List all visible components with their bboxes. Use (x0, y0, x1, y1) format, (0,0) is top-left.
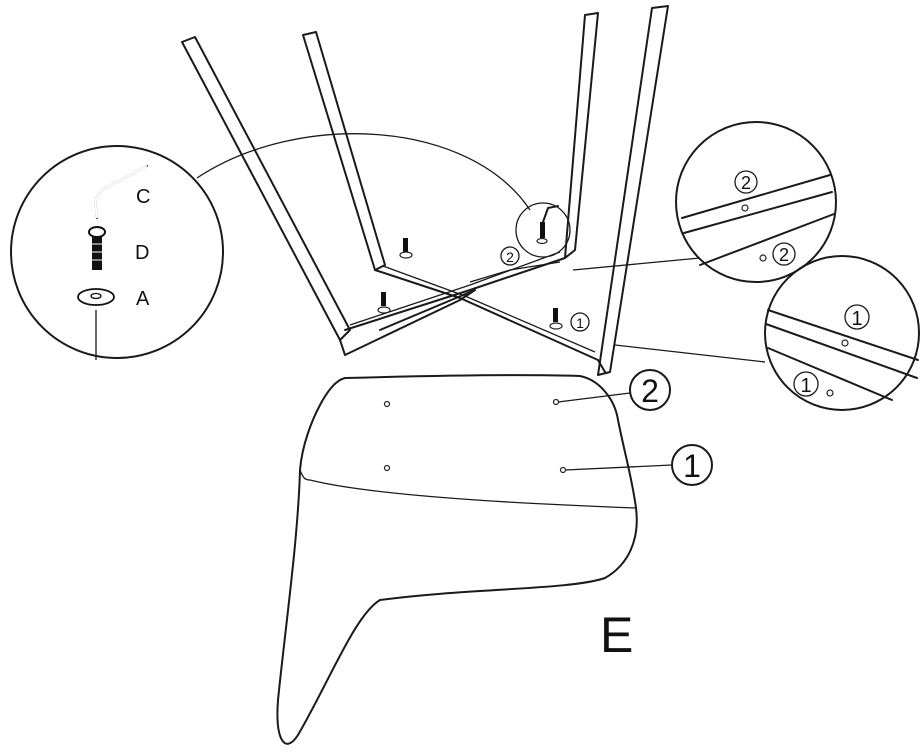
leg-middle-right (564, 12, 599, 259)
leg-middle-left (302, 31, 386, 271)
zoom-leader-1 (614, 344, 766, 363)
frame-rail-inner-2 (349, 251, 561, 326)
seat-shell-edge (299, 469, 311, 481)
frame-rail-left (339, 289, 476, 356)
frame-marker-1: 1 (570, 312, 590, 332)
part-label-d: D (135, 242, 149, 264)
leg-right (597, 5, 669, 376)
seat-marker-1: 1 (683, 448, 701, 484)
zoom-rail-1a (767, 309, 919, 361)
zoom-detail-1: 1 1 (614, 255, 920, 411)
part-label-a: A (136, 288, 150, 310)
frame-marker-1-label: 1 (576, 315, 584, 331)
detail-circle-key (515, 202, 571, 258)
part-label-c: C (136, 186, 150, 208)
frame-bolt (377, 292, 391, 314)
zoom-1-marker-bottom: 1 (800, 375, 811, 397)
zoom-2-marker-top: 2 (741, 173, 751, 193)
hardware-detail: C D A (10, 133, 531, 360)
seat-hole-2 (552, 398, 560, 406)
zoom-rail-1c (767, 347, 893, 401)
zoom-detail-2: 2 2 (572, 121, 837, 283)
hardware-detail-circle (10, 145, 224, 359)
seat-marker-1-circle (671, 444, 713, 486)
frame-marker-2: 2 (500, 246, 520, 266)
zoom-rail-2c (699, 213, 835, 266)
seat-leader-2 (557, 392, 631, 403)
seat-hole (383, 400, 391, 408)
zoom-leader-2 (572, 257, 701, 271)
frame-marker-2-label: 2 (506, 249, 514, 265)
washer-icon (77, 288, 115, 306)
frame-rail-inner (382, 265, 596, 353)
seat-leader-1 (564, 464, 673, 471)
zoom-rail-1b (765, 323, 918, 379)
seat-marker-2: 2 (641, 373, 659, 409)
part-label-e: E (600, 607, 633, 663)
zoom-1-marker-top: 1 (851, 308, 862, 330)
frame-bolt (399, 238, 413, 259)
frame-rail-x (469, 261, 561, 283)
leg-left (181, 36, 351, 341)
seat-shell: 2 1 E (276, 369, 713, 745)
zoom-2-marker-bottom: 2 (779, 245, 789, 265)
seat-hole-1 (559, 466, 567, 474)
zoom-circle-1 (764, 255, 920, 411)
bolt-icon (88, 226, 106, 270)
zoom-rail-2a (681, 174, 831, 219)
frame-rail-cross-1 (374, 269, 606, 373)
frame-rail-cross-2 (344, 257, 566, 331)
chair-base-frame (181, 5, 669, 376)
seat-shell-fold (309, 479, 637, 509)
hardware-leader-arc (196, 133, 531, 211)
seat-shell-outline (276, 374, 638, 745)
zoom-circle-2 (675, 121, 837, 283)
seat-hole (383, 464, 391, 472)
frame-bolt (549, 308, 563, 330)
zoom-rail-2b (683, 191, 833, 234)
seat-marker-2-circle (629, 369, 671, 411)
